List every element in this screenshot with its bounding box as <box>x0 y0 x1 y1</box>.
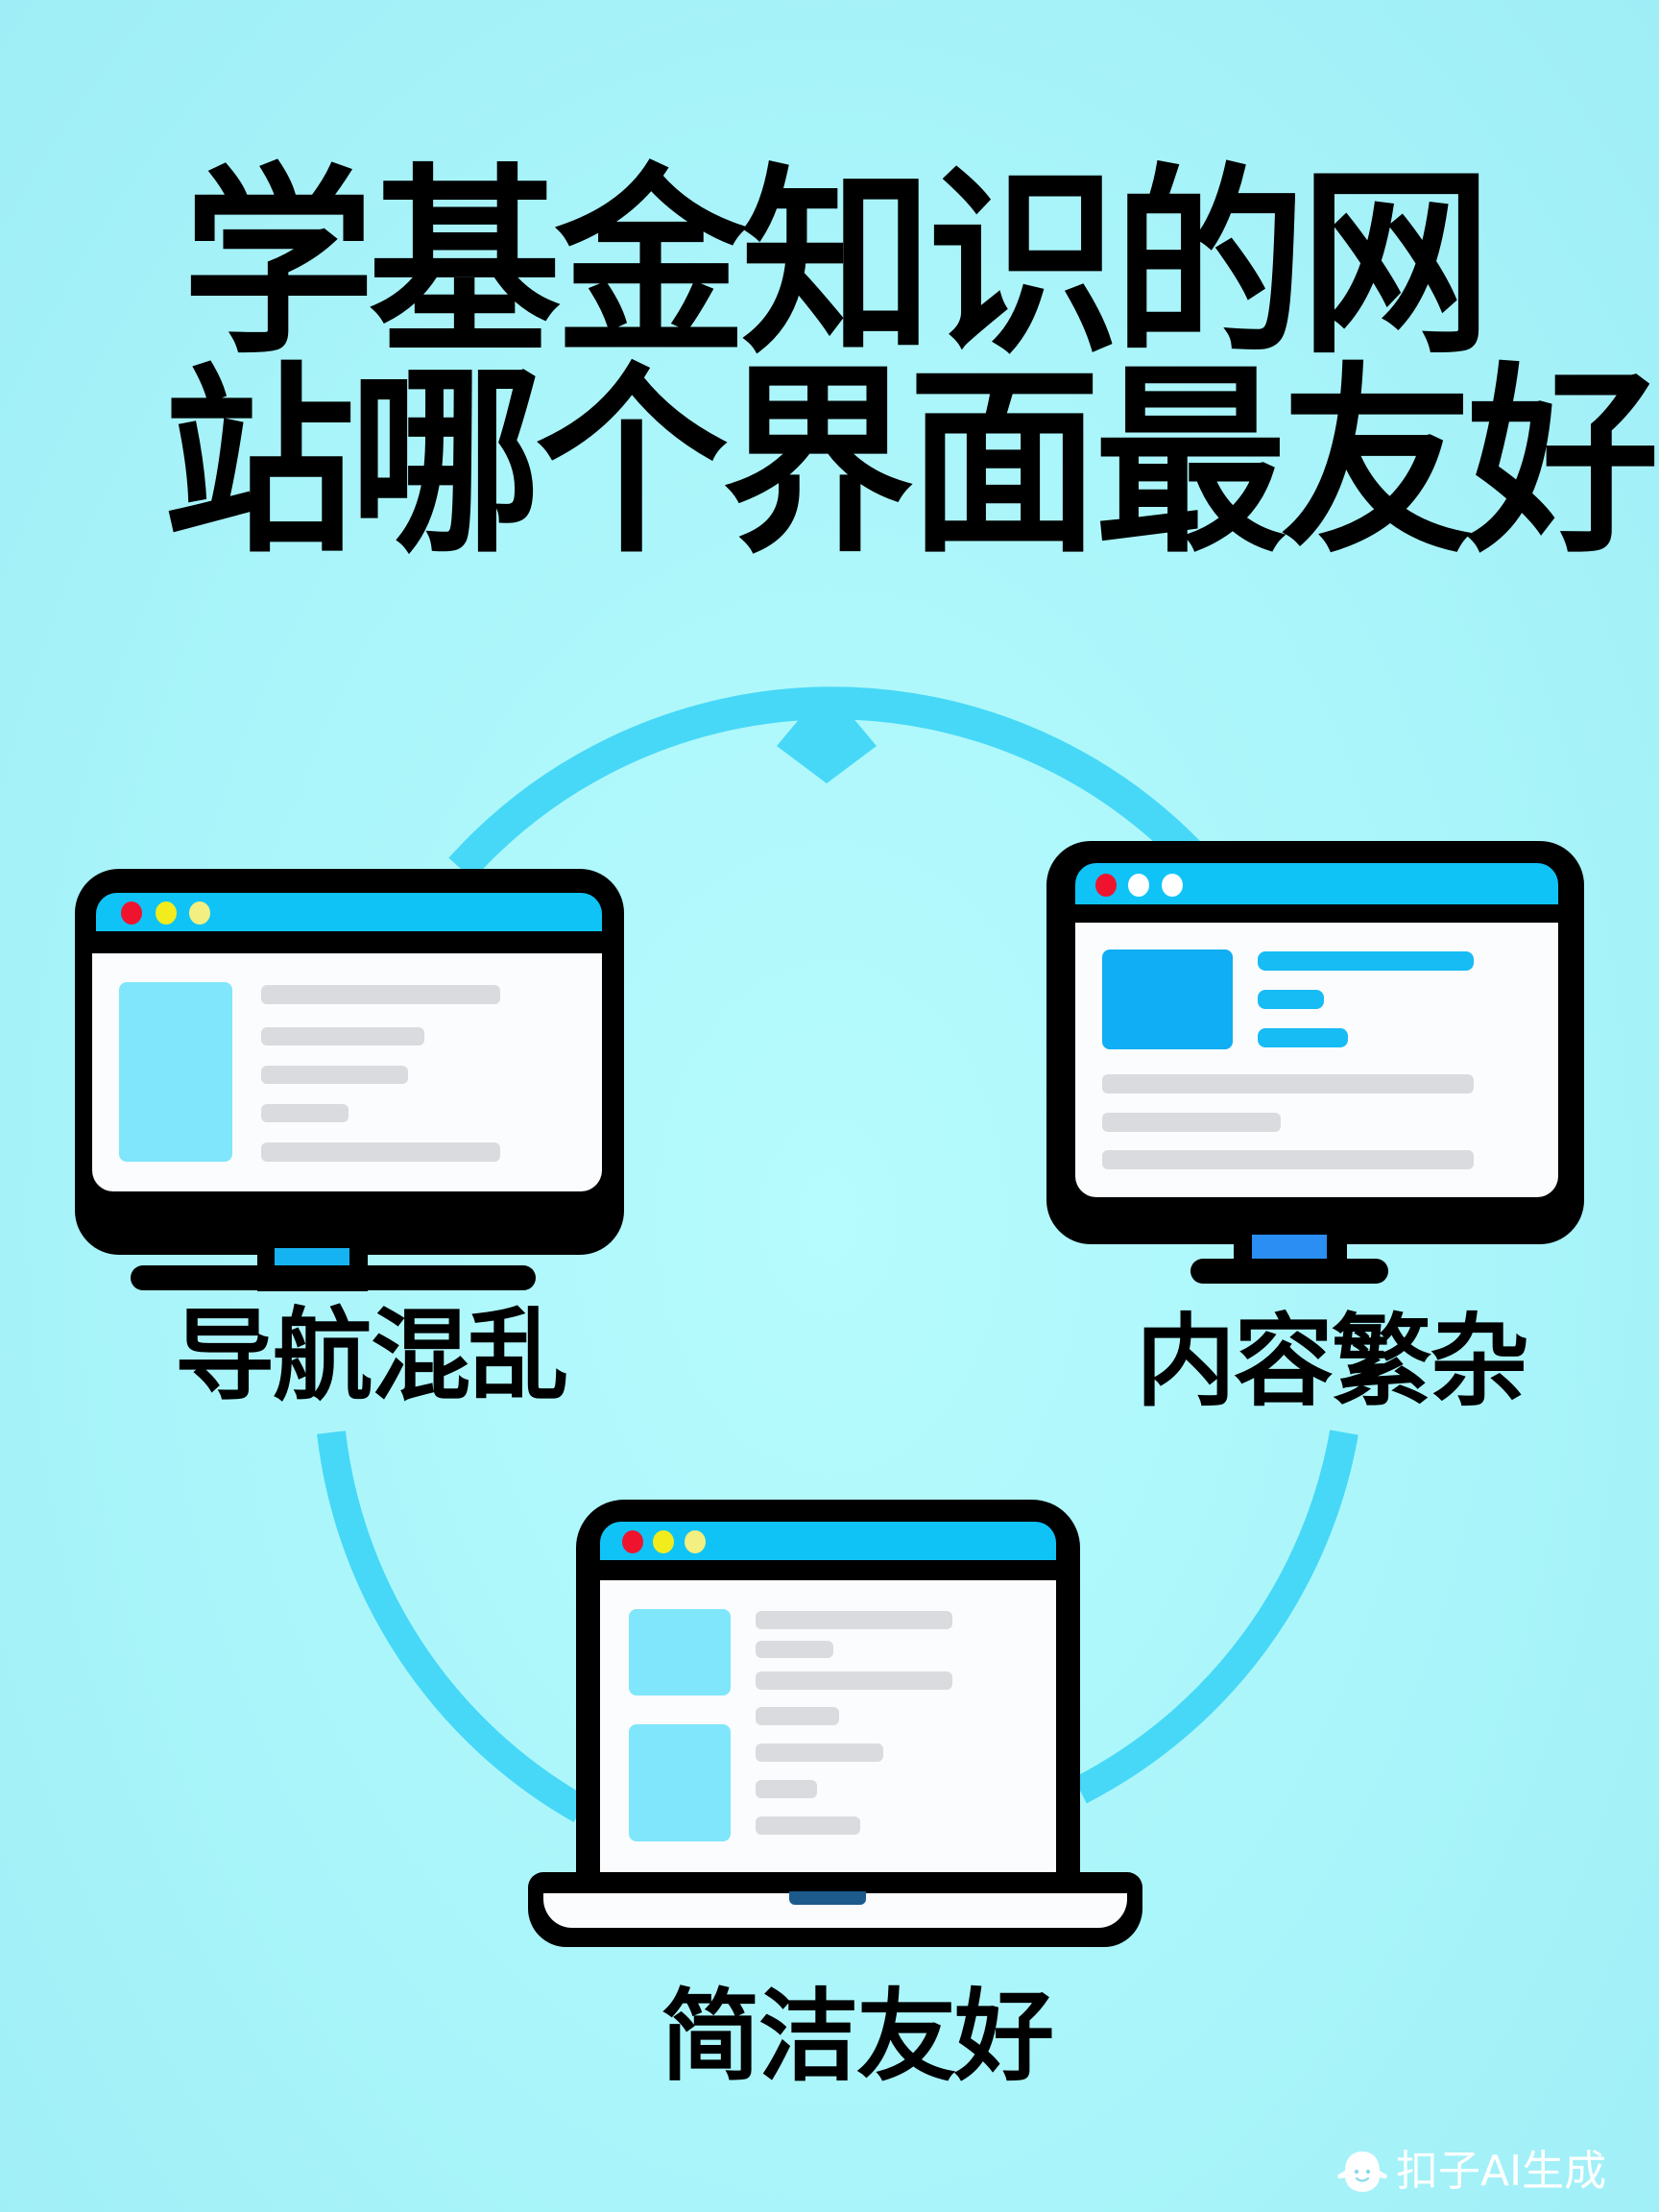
maximize-dot-icon <box>685 1530 706 1553</box>
watermark: 扣子AI生成 <box>1334 2148 1606 2196</box>
ring-arc-right <box>1073 1430 1358 1804</box>
text-line <box>261 1066 408 1084</box>
text-line <box>756 1671 952 1690</box>
label-simple-friendly: 简洁友好 <box>661 1978 1054 2095</box>
close-dot-icon <box>1095 874 1117 897</box>
left-monitor-illustration <box>75 869 624 1291</box>
text-line <box>756 1641 833 1658</box>
ghost-mascot-icon <box>1337 2152 1387 2192</box>
text-line <box>261 1104 349 1122</box>
laptop-notch <box>789 1891 866 1905</box>
text-line <box>756 1816 860 1835</box>
image-placeholder <box>629 1724 731 1841</box>
text-line <box>756 1780 817 1798</box>
text-line <box>756 1743 883 1762</box>
image-placeholder <box>119 982 232 1162</box>
highlight-line <box>1258 1028 1348 1047</box>
title-line-1: 学基金知识的网 <box>182 147 1492 382</box>
monitor-base <box>131 1265 536 1290</box>
label-cluttered-content: 内容繁杂 <box>1136 1303 1529 1420</box>
browser-titlebar <box>96 893 602 931</box>
minimize-dot-icon <box>1128 874 1149 897</box>
bottom-laptop-illustration <box>528 1500 1142 1960</box>
right-monitor-illustration <box>1046 841 1584 1284</box>
minimize-dot-icon <box>653 1530 674 1553</box>
ring-arc-left <box>317 1431 589 1823</box>
label-confusing-navigation: 导航混乱 <box>175 1297 568 1414</box>
highlight-line <box>1258 990 1324 1009</box>
monitor-base <box>1190 1259 1388 1284</box>
watermark-text: 扣子AI生成 <box>1396 2147 1607 2196</box>
highlight-line <box>1258 951 1474 971</box>
text-line <box>261 985 500 1004</box>
text-line <box>1102 1150 1474 1169</box>
browser-titlebar <box>1075 863 1558 904</box>
minimize-dot-icon <box>156 902 177 925</box>
text-line <box>756 1611 952 1629</box>
text-line <box>756 1707 839 1725</box>
close-dot-icon <box>622 1530 643 1553</box>
close-dot-icon <box>121 902 142 925</box>
image-placeholder <box>629 1609 731 1695</box>
text-line <box>261 1142 500 1162</box>
image-placeholder <box>1102 950 1233 1049</box>
text-line <box>261 1027 424 1046</box>
diamond-marker-icon <box>777 686 877 783</box>
maximize-dot-icon <box>189 902 210 925</box>
monitor-neck-accent <box>1252 1235 1327 1262</box>
title-line-2: 站哪个界面最友好 <box>163 346 1659 581</box>
text-line <box>1102 1074 1474 1094</box>
browser-titlebar <box>600 1522 1056 1560</box>
text-line <box>1102 1113 1281 1132</box>
maximize-dot-icon <box>1162 874 1183 897</box>
